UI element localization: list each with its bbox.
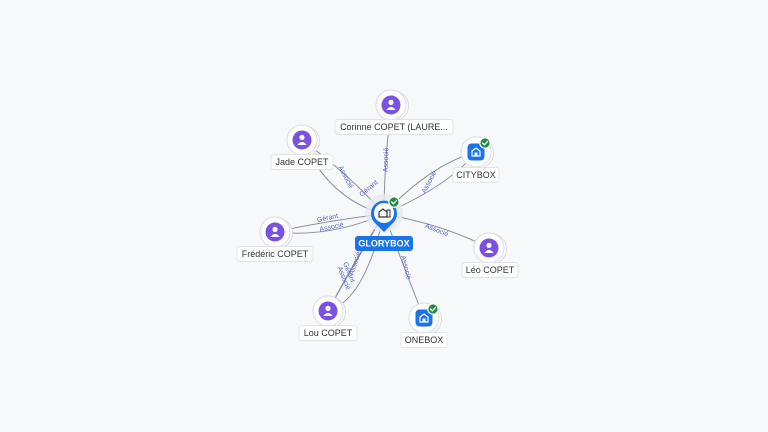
- verified-check-icon: [479, 137, 491, 149]
- node-label-bg: [236, 246, 314, 262]
- edge-label: Associé: [319, 222, 345, 234]
- center-label: GLORYBOX: [358, 239, 409, 249]
- verified-check-icon: [388, 196, 400, 208]
- edge-label: Associé: [336, 165, 354, 190]
- edge-label: Associé: [424, 223, 449, 239]
- edge-label: Associé: [383, 147, 391, 172]
- node-jade[interactable]: Jade COPET: [270, 124, 334, 170]
- node-label-bg: [452, 167, 500, 183]
- edge-label: Associé: [399, 255, 412, 281]
- node-label: Frédéric COPET: [242, 249, 309, 259]
- company-icon: [467, 143, 485, 161]
- person-icon: [381, 95, 401, 115]
- verified-check-icon: [427, 303, 439, 315]
- node-label-bg: [270, 154, 334, 170]
- company-icon: [415, 309, 433, 327]
- node-label: Lou COPET: [304, 328, 353, 338]
- center-label-bg: [355, 236, 413, 251]
- node-label-bg: [461, 262, 519, 278]
- node-lou[interactable]: Lou COPET: [298, 295, 358, 341]
- node-label-bg: [334, 119, 454, 135]
- node-leo[interactable]: Léo COPET: [461, 232, 519, 278]
- node-label-bg: [400, 332, 448, 348]
- person-icon: [318, 301, 338, 321]
- person-icon: [265, 222, 285, 242]
- node-frederic[interactable]: Frédéric COPET: [236, 216, 314, 262]
- node-label: ONEBOX: [405, 335, 444, 345]
- node-label: Corinne COPET (LAURE...: [340, 122, 448, 132]
- company-icon: [378, 208, 391, 218]
- person-icon: [479, 238, 499, 258]
- person-icon: [292, 130, 312, 150]
- center-pin: [371, 200, 398, 232]
- edge-label: Gérant: [359, 179, 380, 198]
- node-label: CITYBOX: [456, 170, 496, 180]
- node-label: Jade COPET: [275, 157, 329, 167]
- node-corinne[interactable]: Corinne COPET (LAURE...: [334, 89, 454, 135]
- node-label-bg: [298, 325, 358, 341]
- center-node[interactable]: GLORYBOX: [355, 194, 413, 251]
- graph-nodes: Corinne COPET (LAURE... Jade COPET CITYBOX…: [236, 89, 519, 348]
- node-onebox[interactable]: ONEBOX: [400, 302, 448, 348]
- edge-label: Gérant: [316, 213, 338, 224]
- node-label: Léo COPET: [466, 265, 515, 275]
- node-citybox[interactable]: CITYBOX: [452, 136, 500, 183]
